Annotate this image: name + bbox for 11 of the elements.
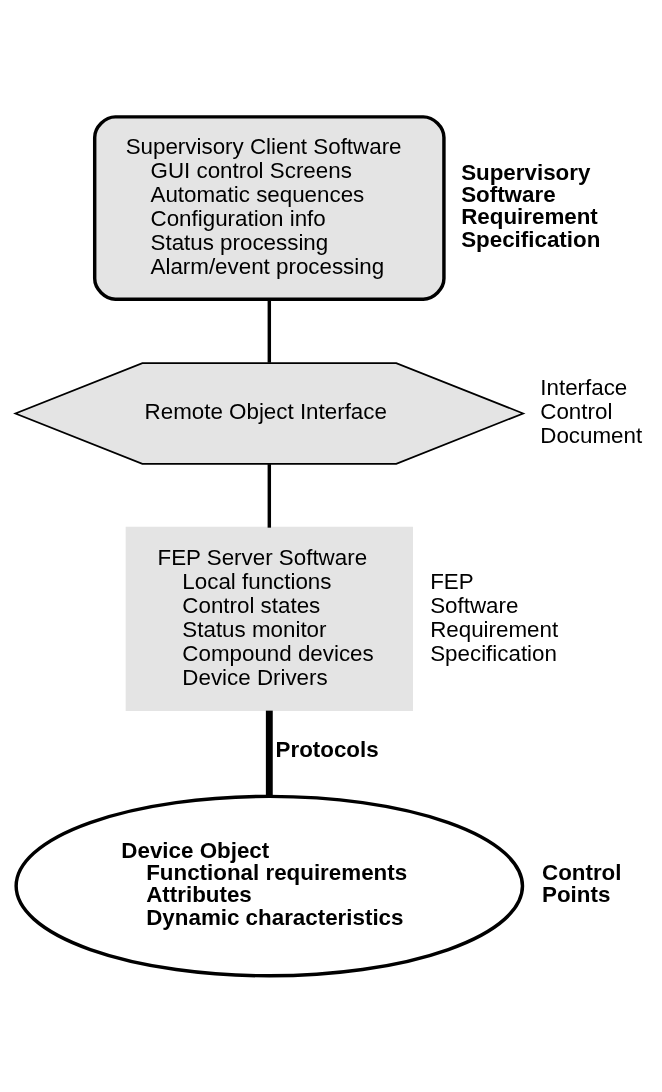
node-label: Supervisory Software Requirement Specification: [461, 159, 601, 252]
node-label: Interface Control Document: [540, 374, 643, 448]
node-box: FEP Server Software Local functions Control states Status monitor Compound devices Device Drivers: [125, 526, 413, 711]
node-box: Supervisory Client Software GUI control Screens Automatic sequences Configuration info Status processing Alarm/event processing: [92, 114, 446, 301]
node-ellipse: Device Object Functional requirements Attributes Dynamic characteristics: [14, 794, 525, 978]
node-label: FEP Software Requirement Specification: [430, 568, 559, 666]
edge-label: Protocols: [275, 736, 379, 762]
connector: [265, 710, 273, 796]
connector: [267, 463, 272, 528]
connector: [267, 299, 272, 363]
node-label: Control Points: [542, 859, 622, 907]
